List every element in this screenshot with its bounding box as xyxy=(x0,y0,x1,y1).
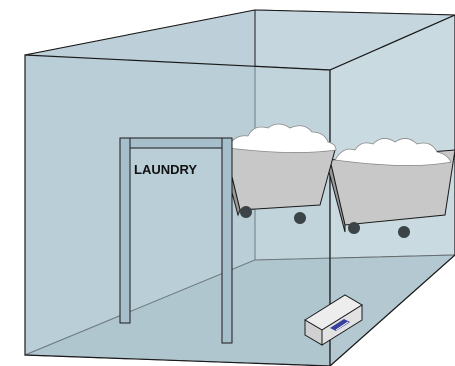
cart-wheel xyxy=(294,212,306,224)
door-post-right xyxy=(222,138,232,343)
door-header xyxy=(120,138,232,148)
cart-wheel xyxy=(398,226,410,238)
door-post-left xyxy=(120,138,130,323)
front-face xyxy=(25,55,330,366)
cart-wheel xyxy=(240,206,252,218)
cart-wheel xyxy=(348,222,360,234)
door-sign: LAUNDRY xyxy=(134,162,197,177)
cart-body xyxy=(225,148,335,210)
